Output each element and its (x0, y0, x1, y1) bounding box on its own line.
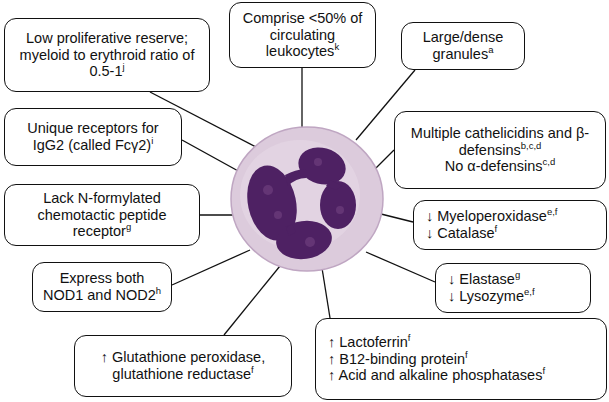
callout-box: Express both NOD1 and NOD2h (32, 262, 172, 312)
text-wrap: Multiple cathelicidins and β-defensinsb,… (395, 123, 605, 177)
chromatin-spot (274, 211, 282, 219)
box-text: ↑ B12-binding protein (328, 351, 465, 367)
box-text: Low proliferative reserve; myeloid to er… (20, 30, 195, 79)
nucleus-lobe (274, 217, 335, 262)
callout-box: Large/dense granulesa (401, 22, 525, 70)
box-text: ↓ Catalase (426, 225, 495, 241)
text-wrap: Large/dense granulesa (402, 27, 524, 64)
reference-superscript: g (515, 270, 520, 281)
text-wrap: ↑ Glutathione peroxidase, glutathione re… (75, 347, 291, 384)
chromatin-spot (336, 206, 344, 214)
reference-superscript: h (156, 285, 161, 296)
box-text: No α-defensins (445, 158, 543, 174)
leader-line (200, 214, 233, 215)
nucleus-strand (326, 180, 342, 190)
reference-superscript: f (465, 349, 468, 360)
box-text: Unique receptors for IgG2 (called Fcγ2) (27, 120, 158, 153)
chromatin-spot (263, 185, 273, 195)
reference-superscript: c,d (543, 157, 556, 168)
text-wrap: Express both NOD1 and NOD2h (33, 268, 171, 305)
text-wrap: ↑ Lactoferrinf↑ B12-binding proteinf↑ Ac… (316, 332, 606, 386)
chromatin-spot (314, 158, 322, 166)
box-text: Comprise <50% of circulating leukocytes (243, 10, 363, 59)
reference-superscript: f (495, 223, 498, 234)
box-text: Lack N-formylated chemotactic peptide re… (38, 190, 167, 239)
box-text: Express both NOD1 and NOD2 (43, 270, 156, 303)
callout-box: ↓ Elastaseg ↓ Lysozymee,f (435, 263, 591, 313)
text-wrap: Low proliferative reserve; myeloid to er… (5, 28, 209, 82)
nucleus-strand (286, 224, 296, 236)
nucleus (241, 142, 356, 262)
chromatin-spot (305, 237, 315, 247)
reference-superscript: f (251, 364, 254, 375)
leader-line (172, 250, 250, 285)
neutrophil-cell (231, 127, 383, 271)
leader-line (301, 68, 302, 128)
reference-superscript: j (122, 62, 124, 73)
reference-superscript: e,f (547, 207, 558, 218)
text-wrap: Lack N-formylated chemotactic peptide re… (5, 188, 199, 242)
leader-line (182, 140, 240, 172)
reference-superscript: g (126, 222, 131, 233)
box-text: ↓ Lysozyme (448, 288, 524, 304)
box-text: Multiple cathelicidins and β-defensins (411, 125, 589, 158)
callout-box: Unique receptors for IgG2 (called Fcγ2)i (4, 108, 182, 166)
nucleus-strand (285, 170, 306, 186)
text-wrap: ↓ Elastaseg ↓ Lysozymee,f (436, 269, 590, 306)
reference-superscript: e,f (524, 286, 535, 297)
box-text: ↓ Elastase (448, 271, 515, 287)
leader-line (224, 266, 280, 335)
box-text: ↓ Myeloperoxidase (426, 208, 547, 224)
reference-superscript: a (488, 44, 493, 55)
callout-box: Multiple cathelicidins and β-defensinsb,… (394, 111, 606, 189)
reference-superscript: f (542, 366, 545, 377)
text-wrap: Unique receptors for IgG2 (called Fcγ2)i (5, 118, 181, 155)
callout-box: ↑ Glutathione peroxidase, glutathione re… (74, 335, 292, 397)
callout-box: ↑ Lactoferrinf↑ B12-binding proteinf↑ Ac… (315, 318, 607, 400)
reference-superscript: k (334, 42, 339, 53)
box-text: ↑ Acid and alkaline phosphatases (328, 367, 542, 383)
text-wrap: Comprise <50% of circulating leukocytesk (230, 8, 375, 62)
leader-line (366, 252, 435, 282)
box-text: ↑ Glutathione peroxidase, glutathione re… (101, 349, 265, 382)
reference-superscript: f (408, 332, 411, 343)
cytoplasm (231, 127, 383, 271)
nucleus-lobe (320, 181, 356, 229)
leader-line (381, 214, 413, 222)
callout-box: ↓ Myeloperoxidasee,f ↓ Catalasef (413, 200, 607, 250)
text-wrap: ↓ Myeloperoxidasee,f ↓ Catalasef (414, 206, 606, 243)
callout-box: Lack N-formylated chemotactic peptide re… (4, 184, 200, 246)
reference-superscript: i (151, 135, 153, 146)
callout-box: Low proliferative reserve; myeloid to er… (4, 18, 210, 92)
reference-superscript: b,c,d (521, 140, 542, 151)
box-text: ↑ Lactoferrin (328, 334, 408, 350)
nucleus-texture (263, 158, 344, 247)
callout-box: Comprise <50% of circulating leukocytesk (229, 2, 376, 68)
leader-line (322, 268, 330, 318)
